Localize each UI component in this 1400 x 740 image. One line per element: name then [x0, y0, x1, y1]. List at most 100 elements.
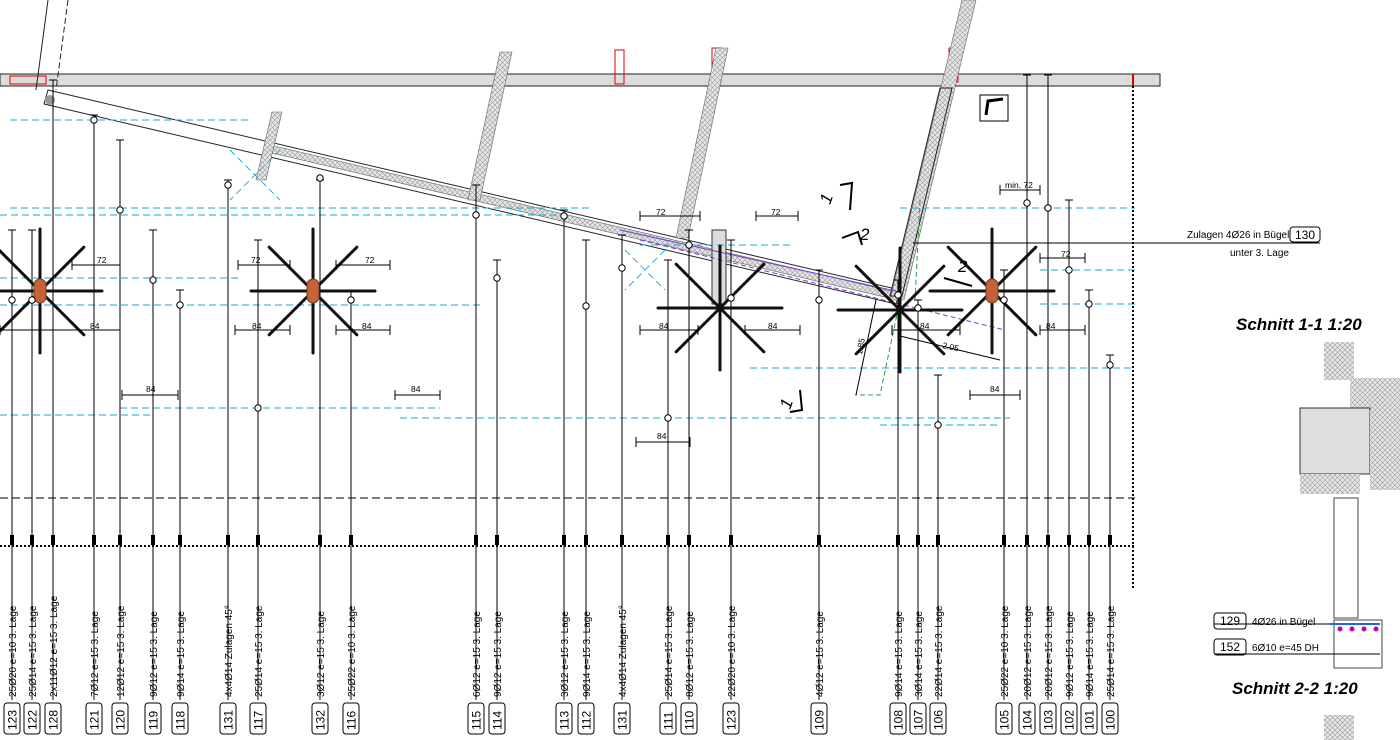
position-box [889, 702, 907, 735]
dimension-line [234, 325, 291, 335]
position-number: 118 [174, 711, 188, 730]
rebar-description: 8Ø12 e=15 3. Lage [685, 611, 696, 697]
position-box [909, 702, 927, 735]
position-number: 105 [998, 710, 1012, 730]
dimension-line [999, 185, 1041, 195]
position-box [1039, 702, 1057, 735]
bar-marker [727, 294, 735, 302]
dimension-line [1039, 253, 1086, 263]
position-number: 100 [1104, 710, 1118, 730]
dimension-line [121, 390, 179, 400]
leader-arrow [1002, 535, 1006, 545]
dimension-lines [0, 185, 1086, 447]
position-box [577, 702, 595, 735]
position-box [3, 702, 21, 735]
dimension-line [335, 325, 391, 335]
rebar-description: 25Ø14 e=15 3. Lage [28, 605, 39, 697]
position-number: 132 [314, 710, 328, 730]
dim-72-e: 72 [771, 207, 781, 217]
position-box [249, 702, 267, 735]
rebar-description: 20Ø12 e=15 3. Lage [1023, 605, 1034, 697]
dimension-line [71, 260, 121, 270]
rebar-description: 9Ø14 e=15 3. Lage [894, 611, 905, 697]
leader-arrow [92, 535, 96, 545]
section-mark-1-bottom: 1 [776, 396, 797, 411]
rebar-description: 9Ø12 e=15 3. Lage [149, 611, 160, 697]
dim-84-i: 84 [920, 321, 930, 331]
position-box [144, 702, 162, 735]
position-box [722, 702, 740, 735]
rebar-description: 9Ø12 e=15 3. Lage [493, 611, 504, 697]
dim-84-f: 84 [659, 321, 669, 331]
bar-marker [618, 264, 626, 272]
dim-84-j: 84 [990, 384, 1000, 394]
position-box [810, 702, 828, 735]
dim-84-d: 84 [362, 321, 372, 331]
dimension-line [335, 260, 391, 270]
position-number: 109 [813, 710, 827, 730]
position-number: 102 [1063, 710, 1077, 730]
rebar-description: 22Ø14 e=15 3. Lage [934, 605, 945, 697]
position-box [613, 702, 631, 735]
rebar-description: 25Ø14 e=15 3. Lage [254, 605, 265, 697]
position-number: 103 [1042, 710, 1056, 730]
section-mark-2-right: 2 [957, 257, 968, 276]
rebar-label-119: 119 9Ø12 e=15 3. Lage [144, 611, 162, 735]
rebar-label-131: 131 4x4Ø14 Zulagen 45° [219, 605, 237, 735]
leader-arrow [151, 535, 155, 545]
position-box [1101, 702, 1119, 735]
bar-marker [493, 274, 501, 282]
position-number: 121 [88, 710, 102, 730]
position-number: 131 [616, 710, 630, 730]
bar-marker [316, 174, 324, 182]
dimension-texts: 72 72 72 72 72 72 min. 72 84 84 84 84 84… [90, 180, 1071, 441]
bar-marker [894, 291, 902, 299]
dimension-line [639, 325, 699, 335]
leader-arrow [1025, 535, 1029, 545]
dim-72-f: 72 [1061, 249, 1071, 259]
rebar-description: 3Ø12 e=15 3. Lage [560, 611, 571, 697]
position-number: 123 [725, 710, 739, 730]
bar-marker [224, 181, 232, 189]
bar-marker [685, 241, 693, 249]
detail-129-text: 4Ø26 in Bügel [1252, 617, 1315, 628]
rebar-description: 4x4Ø14 Zulagen 45° [224, 605, 235, 697]
position-box [23, 702, 41, 735]
rebar-description: 20Ø12 e=15 3. Lage [1044, 605, 1055, 697]
position-box [467, 702, 485, 735]
dimension-line [1039, 325, 1086, 335]
bar-marker [914, 304, 922, 312]
leader-arrow [687, 535, 691, 545]
dim-84-b: 84 [146, 384, 156, 394]
leader-arrow [118, 535, 122, 545]
rebar-description: 25Ø20 e=10 3. Lage [8, 605, 19, 697]
bar-marker [472, 211, 480, 219]
dim-84-h: 84 [657, 431, 667, 441]
leader-arrow [817, 535, 821, 545]
bar-marker [664, 414, 672, 422]
section-1-1-title: Schnitt 1-1 1:20 [1236, 315, 1362, 334]
dim-84-g: 84 [768, 321, 778, 331]
leader-arrow [256, 535, 260, 545]
dim-84-a: 84 [90, 321, 100, 331]
rebar-description: 22Ø20 e=10 3. Lage [727, 605, 738, 697]
position-number: 131 [222, 710, 236, 730]
leader-arrow [178, 535, 182, 545]
position-number: 113 [558, 711, 572, 730]
detail-129-pos: 129 [1220, 614, 1240, 628]
position-number: 119 [147, 711, 161, 730]
dimension-line [744, 325, 801, 335]
position-box [555, 702, 573, 735]
dim-72-d: 72 [656, 207, 666, 217]
leader-arrow [584, 535, 588, 545]
bar-bundle [836, 246, 964, 374]
position-number: 111 [662, 711, 676, 730]
position-box [929, 702, 947, 735]
